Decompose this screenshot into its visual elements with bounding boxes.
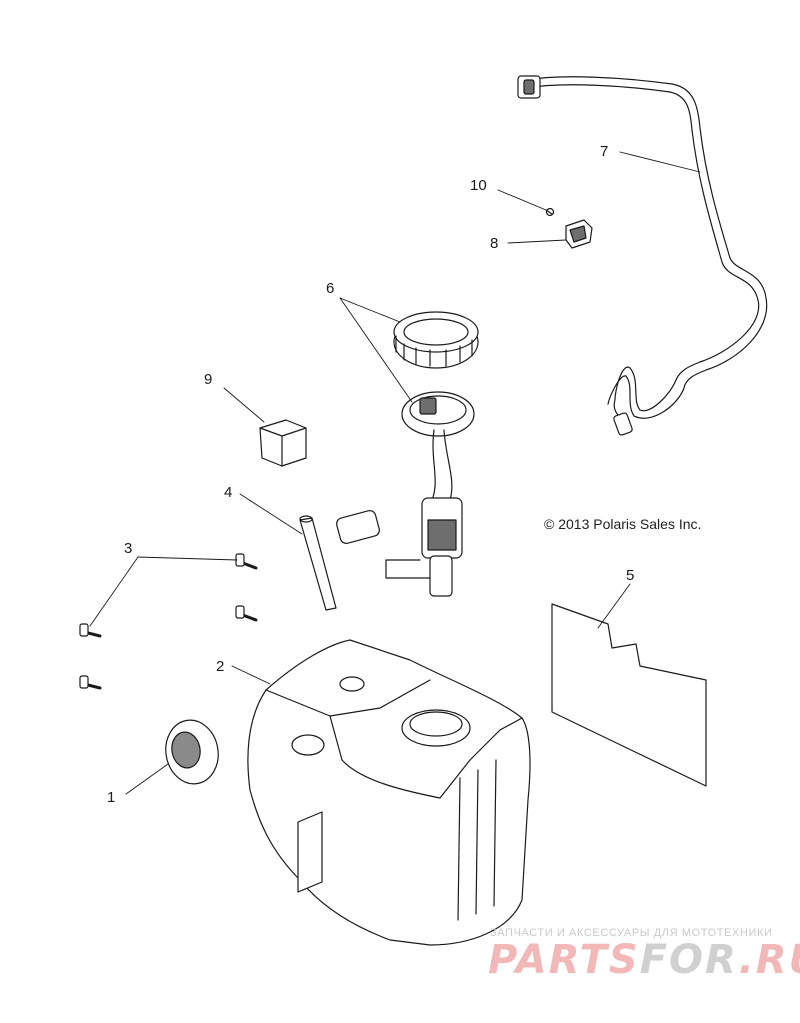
leader-6a <box>339 297 401 323</box>
leader-10 <box>497 189 547 211</box>
leader-1 <box>125 763 169 795</box>
callout-7: 7 <box>600 143 608 160</box>
leader-3b <box>89 556 139 627</box>
callout-3: 3 <box>124 540 132 557</box>
watermark-subtitle: ЗАПЧАСТИ И АКСЕССУАРЫ ДЛЯ МОТОТЕХНИКИ <box>490 927 773 939</box>
part-3-bolt-b <box>235 605 258 622</box>
callout-8: 8 <box>490 235 498 252</box>
copyright-notice: © 2013 Polaris Sales Inc. <box>544 516 702 532</box>
callout-4: 4 <box>224 484 232 501</box>
callout-2: 2 <box>216 658 224 675</box>
part-2-fuel-tank <box>247 639 531 946</box>
leader-5 <box>597 583 631 629</box>
part-3-bolt-d <box>79 675 102 690</box>
watermark-logo: PARTSFOR.RU <box>488 937 800 983</box>
watermark-logo-for: FOR <box>639 937 739 983</box>
part-6-lock-ring <box>393 311 479 369</box>
leader-6b <box>339 297 413 403</box>
part-3-bolt-c <box>79 623 102 638</box>
leader-7 <box>619 151 701 173</box>
leader-2 <box>231 665 271 685</box>
callout-labels: 1 2 3 4 5 6 7 8 9 10 <box>107 143 634 806</box>
part-6-fuel-pump <box>336 391 475 597</box>
part-1-fuel-cap <box>165 719 219 785</box>
leader-4 <box>239 493 303 535</box>
leader-3a <box>137 556 238 561</box>
leader-9 <box>223 387 265 423</box>
watermark-logo-ru: .RU <box>738 937 800 983</box>
watermark-logo-parts: PARTS <box>488 937 640 983</box>
callout-6: 6 <box>326 280 334 297</box>
part-9-foam-block <box>259 419 307 467</box>
leader-8 <box>507 239 567 244</box>
part-10-screw <box>545 207 555 217</box>
callout-1: 1 <box>107 789 115 806</box>
callout-9: 9 <box>204 371 212 388</box>
part-8-clip <box>565 219 593 249</box>
callout-10: 10 <box>470 177 487 194</box>
part-4-tube <box>299 515 337 611</box>
leader-lines <box>89 151 701 795</box>
part-7-vent-hose <box>517 75 768 436</box>
part-5-sheet <box>551 603 707 787</box>
callout-5: 5 <box>626 567 634 584</box>
part-3-bolt-a <box>235 553 258 570</box>
